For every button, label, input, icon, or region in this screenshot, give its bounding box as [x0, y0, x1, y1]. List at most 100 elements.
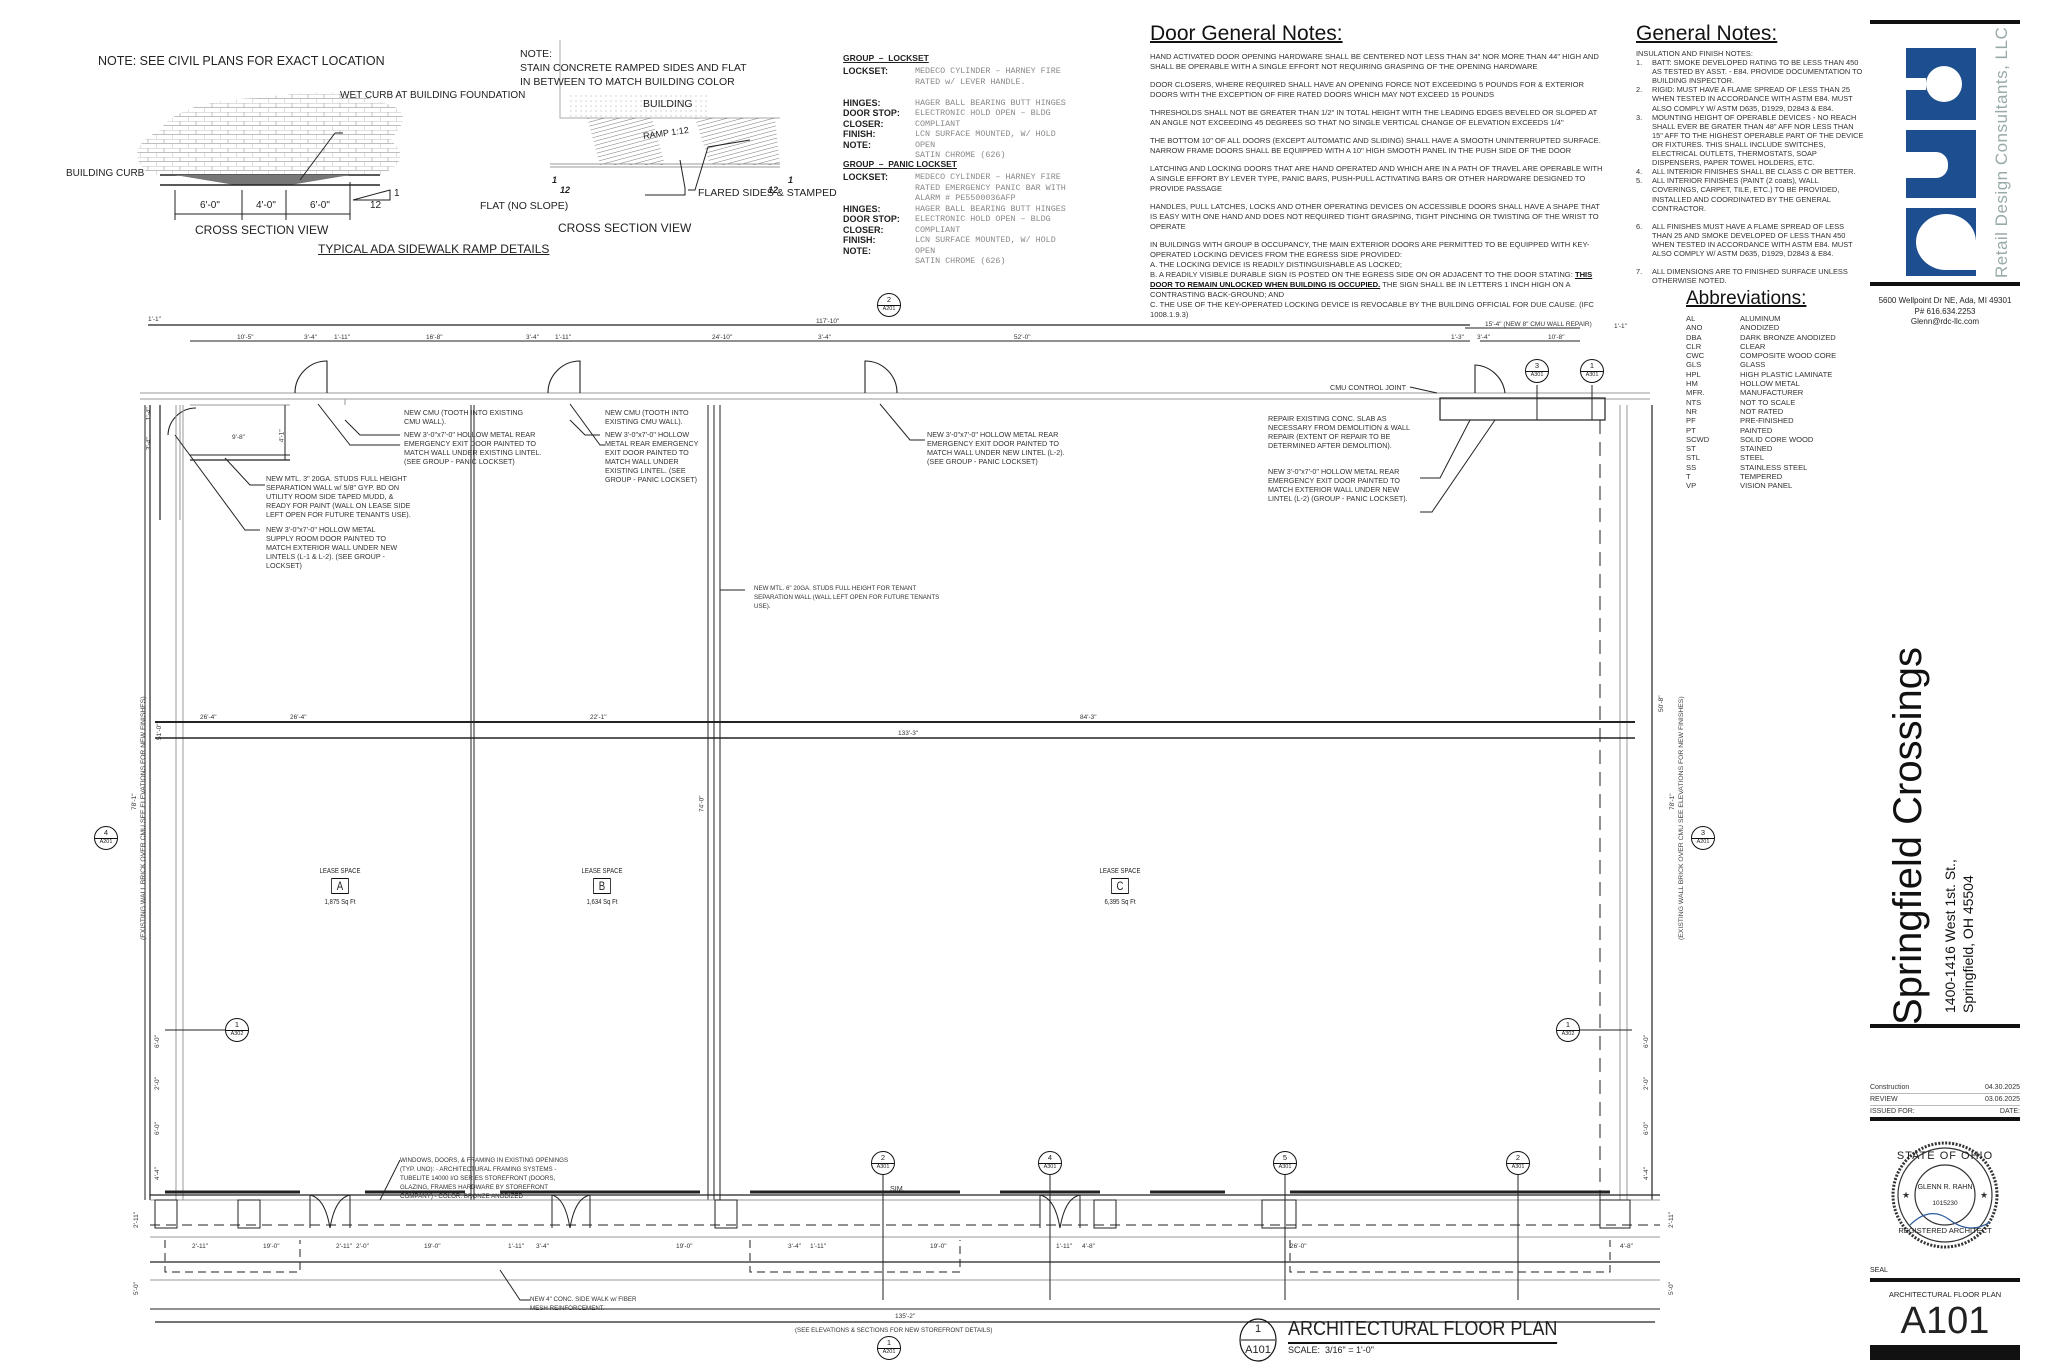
door-note-occupancy: IN BUILDINGS WITH GROUP B OCCUPANCY, THE…	[1150, 240, 1605, 320]
callout-door-c: NEW 3'-0"x7'-0" HOLLOW METAL REAR EMERGE…	[927, 430, 1065, 466]
occupancy-item-b: B. A READILY VISIBLE DURABLE SIGN IS POS…	[1150, 270, 1605, 300]
hw-value: COMPLIANT	[915, 224, 961, 235]
hw-value: COMPLIANT	[915, 118, 961, 129]
building-curb-label: BUILDING CURB	[66, 168, 145, 179]
hw-value: LCN SURFACE MOUNTED, W/ HOLD	[915, 235, 1056, 245]
general-note-text: MOUNTING HEIGHT OF OPERABLE DEVICES - NO…	[1652, 112, 1864, 168]
door-note-1: HAND ACTIVATED DOOR OPENING HARDWARE SHA…	[1150, 52, 1599, 71]
callout-door-b: NEW 3'-0"x7'-0" HOLLOW METAL REAR EMERGE…	[605, 430, 699, 484]
dim-left-stack: 4'-4"	[154, 1167, 161, 1180]
firm-phone: P# 616.634.2253	[1914, 306, 1976, 316]
dim-corner-left: 1'-1"	[148, 316, 161, 323]
dim-repair-seg: 10'-8"	[1548, 334, 1565, 341]
occupancy-b-text: B. A READILY VISIBLE DURABLE SIGN IS POS…	[1150, 270, 1575, 279]
hardware-group-title: GROUP – PANIC LOCKSET	[843, 159, 957, 169]
callout-storefront: WINDOWS, DOORS, & FRAMING IN EXISTING OP…	[400, 1157, 569, 1200]
hw-value: OPEN	[915, 245, 936, 256]
hw-value: ELECTRONIC HOLD OPEN – BLDG	[915, 214, 1051, 224]
hw-label: LOCKSET:	[843, 66, 888, 76]
dim-mid-seg: 26'-4"	[290, 714, 307, 721]
stain-note-title: NOTE:	[520, 48, 553, 60]
occupancy-b-text-end: THE SIGN SHALL BE IN LETTERS 1 INCH HIGH…	[1150, 280, 1571, 299]
lease-space-c[interactable]: LEASE SPACE C 6,395 Sq Ft	[1088, 866, 1152, 906]
project-address-line1: 1400-1416 West 1st. St.,	[1942, 859, 1958, 1013]
dim-corner-right: 1'-1"	[1614, 323, 1627, 330]
door-note-6: HANDLES, PULL LATCHES, LOCKS AND OTHER O…	[1150, 202, 1600, 231]
hw-label: LOCKSET:	[843, 172, 888, 182]
cross-section-caption-right: CROSS SECTION VIEW	[558, 221, 692, 235]
title-block: Retail Design Consultants, LLC 5600 Well…	[1870, 20, 2020, 1360]
callout-slab-repair: REPAIR EXISTING CONC. SLAB AS NECESSARY …	[1268, 414, 1410, 450]
dim-bottom-seg: 4'-8"	[1082, 1243, 1095, 1250]
door-note-2: DOOR CLOSERS, WHERE REQUIRED SHALL HAVE …	[1150, 80, 1585, 99]
lease-space-label: LEASE SPACE	[581, 866, 623, 875]
lease-space-label: LEASE SPACE	[1099, 866, 1141, 875]
firm-email[interactable]: Glenn@rdc-llc.com	[1910, 317, 1980, 326]
hw-value: HAGER BALL BEARING BUTT HINGES	[915, 97, 1066, 108]
title-block-rule	[1870, 282, 2020, 286]
hw-value: SATIN CHROME (626)	[915, 256, 1006, 266]
dim-sidewalk-depth: 5'-0"	[133, 1282, 140, 1295]
dim-left-upper: 51'-0"	[156, 723, 163, 740]
general-note-item: 7.ALL DIMENSIONS ARE TO FINISHED SURFACE…	[1636, 267, 1866, 285]
view-sheet: A101	[1245, 1344, 1271, 1356]
callout-tenant-wall: NEW MTL. 6" 20GA. STUDS FULL HEIGHT FOR …	[754, 585, 940, 610]
firm-contact: 5600 Wellpoint Dr NE, Ada, MI 49301 P# 6…	[1870, 296, 2020, 328]
hw-label: NOTE:	[843, 139, 871, 150]
dim-utility: 9'-8"	[232, 434, 245, 441]
dim-top-seg: 24'-10"	[712, 334, 733, 341]
hw-label: FINISH:	[843, 129, 876, 139]
slope-rise-right-a: 1	[552, 175, 558, 185]
hw-value: OPEN	[915, 139, 936, 150]
lease-space-a[interactable]: LEASE SPACE A 1,875 Sq Ft	[308, 866, 372, 906]
callout-cmu-b: NEW CMU (TOOTH INTO EXISTING CMU WALL).	[605, 408, 689, 426]
door-note-3: THRESHOLDS SHALL NOT BE GREATER THAN 1/2…	[1150, 108, 1598, 127]
general-note-text: ALL DIMENSIONS ARE TO FINISHED SURFACE U…	[1652, 267, 1848, 286]
dim-right-stack: 6'-0"	[1643, 1035, 1650, 1048]
stain-note-line1: STAIN CONCRETE RAMPED SIDES AND FLAT	[520, 62, 747, 74]
title-block-rule	[1870, 1024, 2020, 1028]
seal-state: STATE OF OHIO	[1896, 1150, 1994, 1162]
title-block-rule	[1870, 1278, 2020, 1282]
dim-top-overall: 117'-10"	[816, 318, 840, 325]
hw-value: RATED EMERGENCY PANIC BAR WITH	[915, 182, 1066, 193]
door-general-notes: Door General Notes: HAND ACTIVATED DOOR …	[1150, 22, 1605, 320]
hw-label: CLOSER:	[843, 118, 884, 129]
floor-plan-linework	[140, 324, 1660, 1323]
dim-left-stack: 2'-11"	[133, 1211, 140, 1228]
lease-space-b[interactable]: LEASE SPACE B 1,634 Sq Ft	[570, 866, 634, 906]
hw-value: MEDECO CYLINDER – HARNEY FIRE	[915, 172, 1061, 182]
dim-left-stack: 6'-0"	[154, 1122, 161, 1135]
door-note-4: THE BOTTOM 10" OF ALL DOORS (EXCEPT AUTO…	[1150, 136, 1601, 155]
dim-mid-overall: 133'-3"	[898, 730, 919, 737]
title-block-rule	[1870, 20, 2020, 24]
svg-text:★: ★	[1980, 1190, 1988, 1200]
dim-utility: 4'-1"	[278, 429, 286, 443]
dim-top-seg: 52'-0"	[1014, 334, 1031, 341]
callout-sidewalk: NEW 4" CONC. SIDE WALK w/ FIBER MESH REI…	[530, 1296, 637, 1312]
callout-cmu-a: NEW CMU (TOOTH INTO EXISTING CMU WALL).	[404, 408, 524, 426]
slope-rise-right-b: 1	[788, 175, 794, 185]
lease-space-area: 6,395 Sq Ft	[1104, 897, 1136, 906]
hw-label: NOTE:	[843, 245, 871, 256]
dim-right-stack: 6'-0"	[1643, 1122, 1650, 1135]
dim-bottom-seg: 2'-11"	[336, 1243, 353, 1250]
